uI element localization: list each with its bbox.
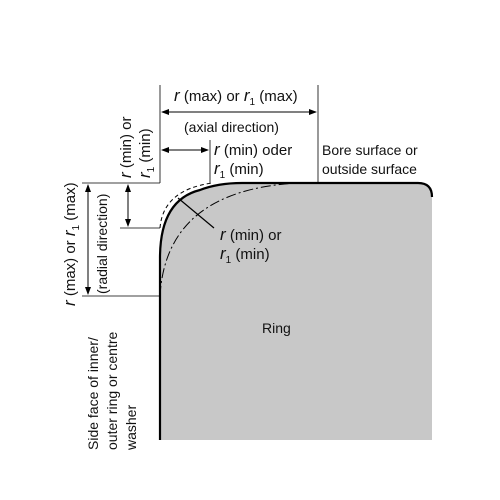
label-radial-min-line1: r (min) or xyxy=(116,116,135,178)
label-radial-max: r (max) or r1 (max) xyxy=(60,182,82,306)
label-axial-min-line1: r (min) oder xyxy=(214,140,292,159)
label-bore-surface-line1: Bore surface or xyxy=(322,142,418,158)
label-arc-min-line1: r (min) or xyxy=(220,225,282,244)
label-side-face-line3: washer xyxy=(123,405,139,451)
ring-outline xyxy=(158,181,434,440)
min-radius-arc xyxy=(159,182,213,229)
label-radial-min-line2: r1 (min) xyxy=(135,128,157,178)
label-ring: Ring xyxy=(262,320,291,336)
label-arc-min-line2: r1 (min) xyxy=(220,244,270,266)
leader-min-arc xyxy=(177,197,215,229)
label-side-face-line2: outer ring or centre xyxy=(104,332,120,450)
ring-body xyxy=(160,183,432,440)
label-axial-max: r (max) or r1 (max) xyxy=(174,86,298,108)
label-axial-min-line2: r1 (min) xyxy=(214,159,264,181)
label-axial-direction: (axial direction) xyxy=(184,119,279,135)
label-bore-surface-line2: outside surface xyxy=(322,161,417,177)
label-side-face-line1: Side face of inner/ xyxy=(85,337,101,450)
label-radial-direction: (radial direction) xyxy=(94,194,110,294)
